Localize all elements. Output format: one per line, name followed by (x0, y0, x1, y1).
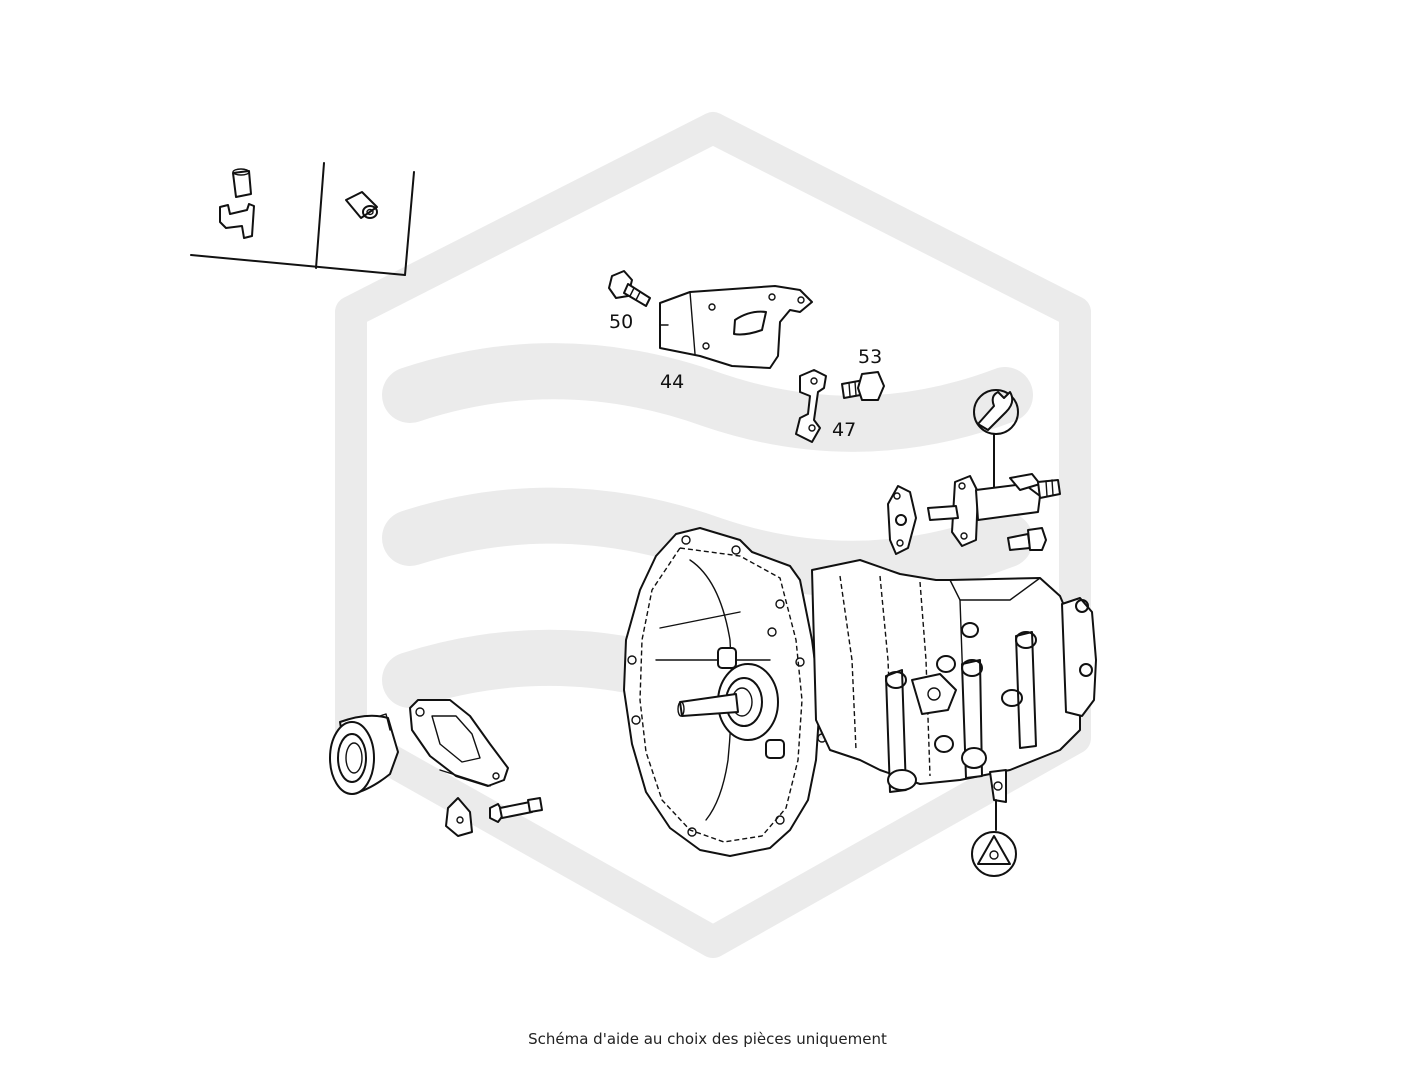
diagram-caption: Schéma d'aide au choix des pièces unique… (528, 1030, 887, 1048)
sleeve-part (345, 191, 378, 219)
inset-variant-box (190, 162, 415, 276)
bolt-50 (608, 270, 651, 307)
pivot-bolt (489, 797, 543, 823)
bracket-44 (659, 285, 813, 369)
callout-47: 47 (832, 419, 856, 441)
cylinder-bolt (1007, 527, 1047, 551)
slave-cylinder (927, 473, 1061, 547)
release-fork (409, 699, 509, 787)
gasket-part (887, 485, 917, 555)
gearbox-main-case (811, 559, 1097, 803)
callout-50: 50 (609, 311, 633, 333)
bolt-53 (841, 371, 885, 401)
callout-44: 44 (660, 371, 684, 393)
transmission-housing (623, 527, 827, 857)
fork-clip (445, 797, 473, 837)
callout-53: 53 (858, 346, 882, 368)
bushing-clip-part (219, 168, 255, 239)
wrench-icon (973, 389, 1019, 489)
release-bearing (329, 713, 399, 795)
clip-47 (795, 369, 827, 443)
triangle-tool-icon (971, 799, 1017, 877)
